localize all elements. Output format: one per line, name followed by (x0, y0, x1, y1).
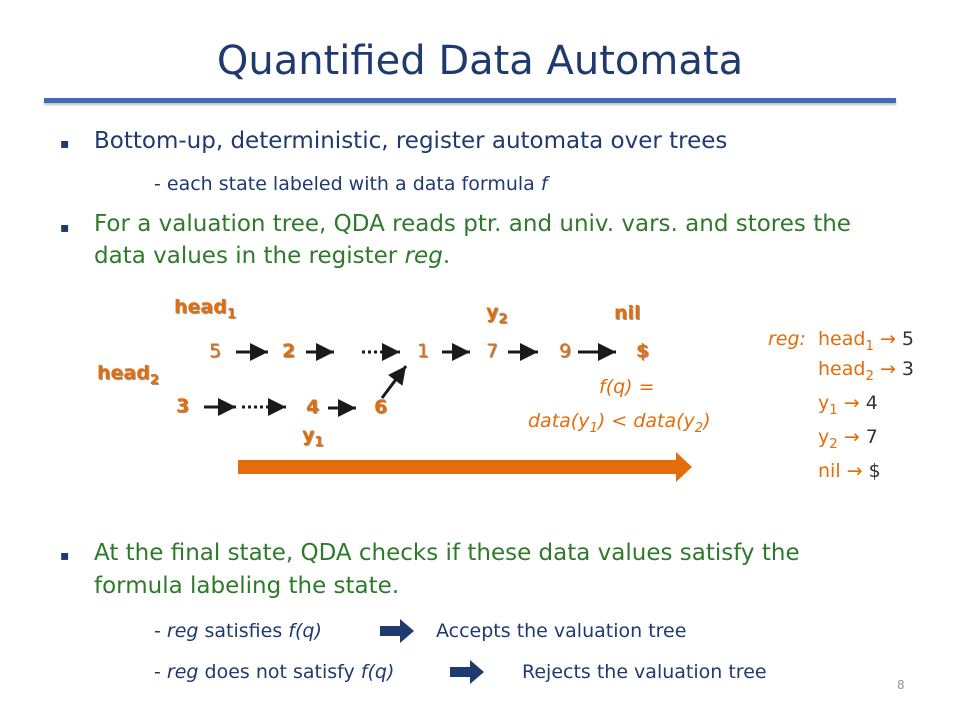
page-number: 8 (897, 678, 905, 692)
outcome-mid: does not satisfy (198, 661, 361, 683)
progress-arrow-shaft (238, 460, 676, 474)
edge-6-1 (380, 365, 408, 399)
arrow-icon: → (846, 460, 863, 482)
node-7: 7 (486, 340, 499, 362)
outcome-dash: - (154, 661, 167, 683)
bullet-marker: ▪ (60, 136, 70, 152)
register-name: nil (818, 460, 841, 482)
register-value: 7 (865, 426, 878, 448)
label-y2-sub: 2 (498, 311, 508, 327)
node-2: 2 (282, 340, 296, 362)
arrow-icon: → (879, 358, 896, 380)
arrow-icon: → (843, 392, 860, 414)
formula-sub1: 1 (589, 420, 598, 436)
register-row: y1 → 4 (818, 392, 878, 418)
reject-arrow-icon (450, 660, 484, 684)
formula-line2: data(y1) < data(y2) (528, 410, 711, 436)
register-sub: 2 (829, 436, 838, 452)
outcome-reg: reg (166, 620, 199, 642)
label-y2: y2 (486, 301, 508, 327)
arrow-icon: → (879, 328, 896, 350)
bullet-2-line2-c: . (442, 243, 451, 269)
bullet-3-line2: formula labeling the state. (94, 573, 400, 599)
outcome-accept-result: Accepts the valuation tree (436, 620, 687, 642)
outcome-reject: - reg does not satisfy f(q) (154, 661, 394, 683)
formula-line1: f(q) = (599, 376, 655, 398)
register-row: head2 → 3 (818, 358, 914, 384)
register-value: $ (868, 460, 881, 482)
outcome-reg: reg (166, 661, 199, 683)
outcome-dash: - (154, 620, 167, 642)
register-row: y2 → 7 (818, 426, 878, 452)
formula-sub2: 2 (694, 420, 704, 436)
register-sub: 1 (829, 402, 838, 418)
bullet-2-line1: For a valuation tree, QDA reads ptr. and… (94, 211, 851, 237)
register-sub: 1 (865, 338, 874, 354)
accept-arrow-icon (380, 619, 414, 643)
title-underline (44, 98, 896, 103)
bullet-1-text: Bottom-up, deterministic, register autom… (94, 128, 728, 154)
node-1: 1 (417, 340, 430, 362)
register-value: 4 (865, 392, 878, 414)
node-5: 5 (209, 340, 222, 362)
label-head1-name: head (174, 296, 227, 318)
formula-part-a: data(y (528, 410, 590, 432)
outcome-mid: satisfies (198, 620, 289, 642)
outcome-formula: f(q) (360, 661, 395, 683)
label-y1-sub: 1 (314, 434, 324, 450)
register-row: head1 → 5 (818, 328, 914, 354)
outcome-formula: f(q) (288, 620, 322, 642)
slide-title: Quantified Data Automata (216, 38, 744, 84)
register-name: head (818, 358, 866, 380)
bullet-marker: ▪ (60, 220, 70, 236)
bullet-1-sub-text: - each state labeled with a data formula (154, 173, 541, 195)
progress-arrow-head (676, 452, 692, 482)
bullet-2-line2-a: data values in the register (94, 243, 405, 269)
label-y2-name: y (486, 301, 499, 323)
label-head1-sub: 1 (226, 306, 237, 322)
register-label: reg: (768, 328, 806, 350)
label-y1: y1 (302, 424, 324, 450)
label-head2-name: head (97, 362, 150, 384)
bullet-2-reg: reg (404, 243, 443, 269)
outcome-accept: - reg satisfies f(q) (154, 620, 322, 642)
outcome-reject-result: Rejects the valuation tree (522, 661, 767, 683)
bullet-1-sub-formula: f (540, 173, 548, 195)
register-name: y (818, 426, 830, 448)
node-4: 4 (306, 396, 320, 418)
label-head2: head2 (97, 362, 159, 388)
bullet-2-line2: data values in the register reg. (94, 243, 450, 269)
bullet-1-sub: - each state labeled with a data formula… (154, 173, 548, 195)
register-sub: 2 (865, 368, 874, 384)
register-name: y (818, 392, 830, 414)
register-value: 3 (901, 358, 915, 380)
register-row: nil → $ (818, 460, 881, 482)
node-6: 6 (374, 396, 388, 418)
bullet-marker: ▪ (60, 548, 70, 564)
bullet-3-line1: At the final state, QDA checks if these … (94, 540, 800, 566)
label-head1: head1 (174, 296, 236, 322)
label-nil: nil (614, 302, 641, 324)
register-value: 5 (901, 328, 915, 350)
label-head2-sub: 2 (149, 372, 160, 388)
node-3: 3 (176, 395, 190, 417)
formula-part-b: ) < data(y (597, 410, 695, 432)
label-y1-name: y (302, 424, 315, 446)
arrow-icon: → (843, 426, 860, 448)
node-9: 9 (559, 340, 572, 362)
formula-part-c: ) (703, 410, 711, 432)
register-name: head (818, 328, 866, 350)
node-end: $ (636, 340, 650, 362)
